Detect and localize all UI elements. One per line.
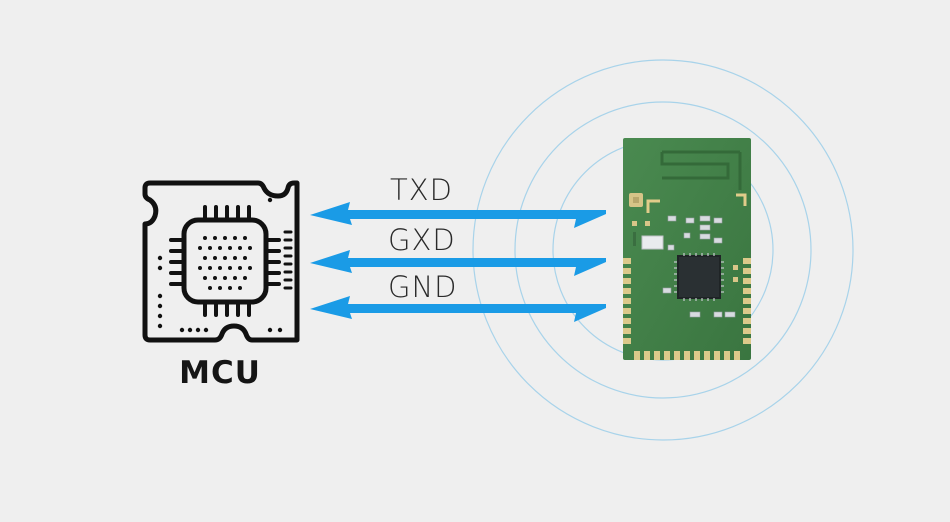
signal-ring-middle [514, 101, 812, 399]
smd-components [662, 215, 736, 318]
signal-ring-outer [472, 59, 854, 441]
chip-dot-pattern [157, 197, 283, 333]
antenna-trace [660, 150, 742, 190]
microcontroller-chip-icon [142, 180, 300, 343]
pcb-body [623, 138, 751, 360]
txd-arrow [310, 202, 606, 228]
edge-pads-right [743, 258, 751, 344]
ic-pins [674, 253, 724, 301]
gnd-label: GND [388, 270, 458, 304]
edge-pads-left [623, 258, 631, 344]
corner-marks [646, 193, 747, 213]
wireless-module-board [623, 138, 751, 360]
signal-arrows [310, 202, 606, 322]
edge-pads-bottom [634, 351, 740, 360]
crystal [641, 235, 664, 250]
gxd-arrow [310, 250, 606, 276]
mcu-label: MCU [179, 355, 261, 391]
txd-label: TXD [390, 173, 453, 207]
gxd-label: GXD [388, 223, 456, 257]
gnd-arrow [310, 296, 606, 322]
